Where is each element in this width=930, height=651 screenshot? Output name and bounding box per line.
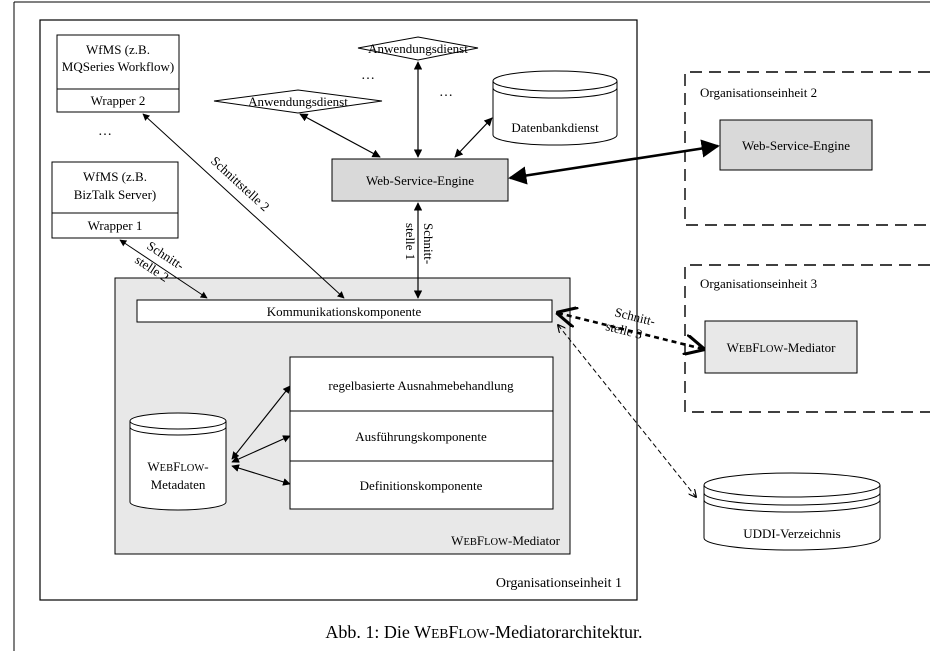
org-unit-2-box (684, 71, 930, 226)
interface-1-label-a: Schnitt- (421, 223, 436, 264)
mediator-area-label: WEBFLOW-Mediator (451, 533, 561, 548)
wfms-mqseries-line1: WfMS (z.B. (86, 42, 150, 57)
org2-web-service-engine-label: Web-Service-Engine (742, 138, 850, 153)
web-service-engine-label: Web-Service-Engine (366, 173, 474, 188)
arrow-uddi (558, 325, 696, 497)
org-unit-3-label: Organisationseinheit 3 (700, 276, 817, 291)
application-service-left-shape (213, 89, 383, 114)
figure-caption: Abb. 1: Die WEBFLOW-Mediatorarchitektur. (325, 622, 642, 642)
arrow-appservice-left-engine (299, 113, 381, 158)
database-service-label: Datenbankdienst (511, 120, 599, 135)
uddi-label: UDDI-Verzeichnis (743, 526, 840, 541)
wrapper1-label: Wrapper 1 (88, 218, 143, 233)
org-unit-2-label: Organisationseinheit 2 (700, 85, 817, 100)
wfms-mqseries-line2: MQSeries Workflow) (62, 59, 174, 74)
uddi-directory: UDDI-Verzeichnis (703, 472, 881, 551)
org3-mediator-box (704, 320, 858, 374)
communication-component-label: Kommunikationskomponente (267, 304, 422, 319)
ellipsis-left: … (98, 124, 112, 139)
execution-component-label: Ausführungskomponente (355, 429, 487, 444)
interface-2-diagonal-label: Schnittstelle 2 (208, 153, 273, 214)
arrow-engine-org2-engine (508, 139, 720, 185)
ellipsis-mid: … (439, 85, 453, 100)
wfms-mqseries-box (56, 34, 180, 113)
web-service-engine-box (331, 158, 509, 202)
application-service-left-label: Anwendungsdienst (248, 94, 348, 109)
database-service: Datenbankdienst (492, 70, 618, 146)
metadata-label-line1: WEBFLOW- (147, 459, 208, 474)
rule-based-exception-label: regelbasierte Ausnahmebehandlung (328, 378, 514, 393)
arrow-interface-2-short (119, 239, 208, 299)
org-unit-3-box (684, 264, 930, 413)
wrapper2-label: Wrapper 2 (91, 93, 146, 108)
ellipsis-top: … (361, 68, 375, 83)
metadata-label-line2: Metadaten (151, 477, 206, 492)
wfms-biztalk-line1: WfMS (z.B. (83, 169, 147, 184)
org2-web-service-engine-box (719, 119, 873, 171)
interface-1-label-b: stelle 1 (403, 223, 418, 260)
arrow-metadata-definition (231, 464, 291, 486)
arrow-interface-2-long (142, 113, 345, 299)
application-service-top-shape (357, 36, 479, 61)
wfms-biztalk-line2: BizTalk Server) (74, 187, 156, 202)
arrow-metadata-execution (231, 435, 291, 463)
component-stack (289, 356, 554, 510)
org-unit-1-label: Organisationseinheit 1 (496, 576, 622, 591)
arrow-database-engine (454, 117, 493, 158)
definition-component-label: Definitionskomponente (360, 478, 483, 493)
application-service-top-label: Anwendungsdienst (368, 41, 468, 56)
org3-mediator-label: WEBFLOW-Mediator (727, 340, 837, 355)
communication-component-box (136, 299, 553, 323)
metadata-database: WEBFLOW- Metadaten (129, 412, 227, 511)
